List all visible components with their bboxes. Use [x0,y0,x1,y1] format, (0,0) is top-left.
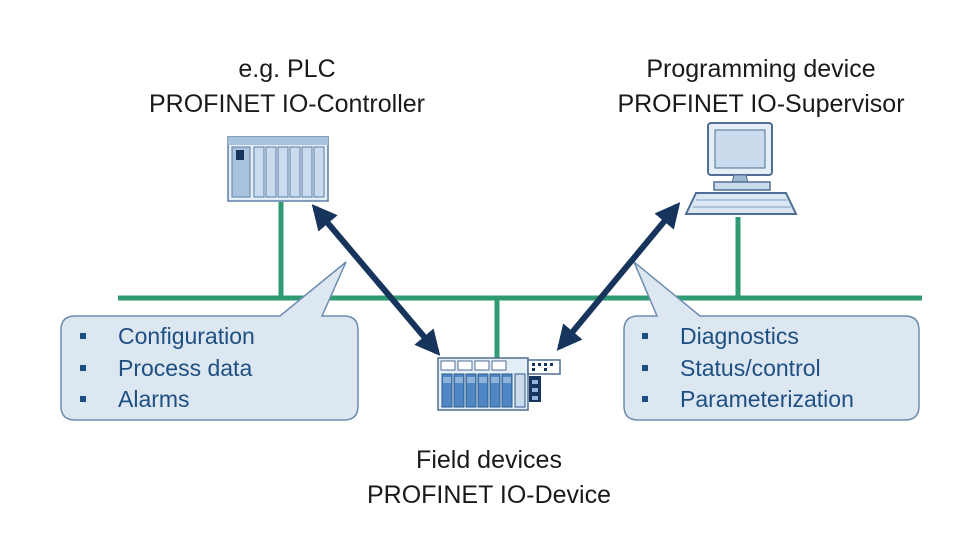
controller-label-line1: e.g. PLC [238,55,336,83]
right-callout-list: Diagnostics Status/control Parameterizat… [636,321,854,416]
list-item: Configuration [74,321,255,353]
controller-label-line2: PROFINET IO-Controller [149,90,425,118]
communication-arrows [311,202,681,356]
device-label-line1: Field devices [416,446,562,474]
device-label: Field devices PROFINET IO-Device [344,443,634,513]
supervisor-label-line2: PROFINET IO-Supervisor [617,90,905,118]
list-item: Parameterization [636,384,854,416]
controller-label: e.g. PLC PROFINET IO-Controller [137,52,437,122]
ethernet-bus [118,202,922,358]
device-label-line2: PROFINET IO-Device [366,481,612,509]
supervisor-device-arrow [556,202,681,351]
field-device-icon [437,357,561,411]
list-item: Process data [74,353,255,385]
computer-icon [684,122,798,215]
list-item: Status/control [636,353,854,385]
supervisor-label: Programming device PROFINET IO-Superviso… [606,52,916,122]
list-item: Diagnostics [636,321,854,353]
list-item: Alarms [74,384,255,416]
left-callout-list: Configuration Process data Alarms [74,321,255,416]
plc-icon [227,136,329,202]
supervisor-label-line1: Programming device [646,55,876,83]
controller-device-arrow [311,204,441,356]
